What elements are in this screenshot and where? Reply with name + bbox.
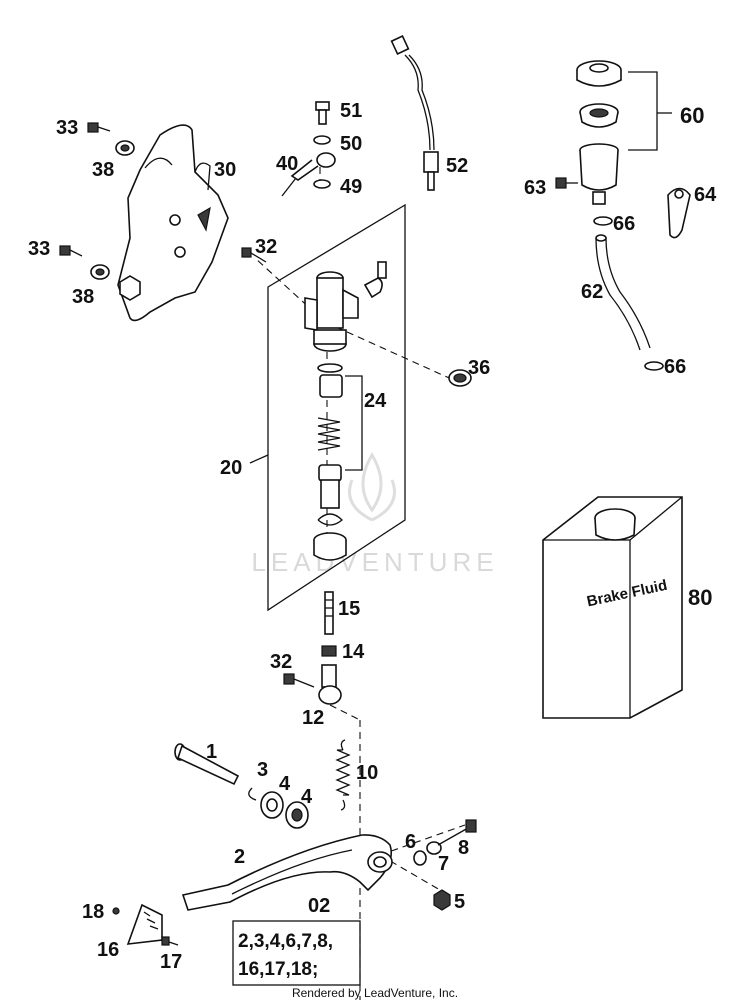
screw-63 xyxy=(555,177,578,189)
spring xyxy=(317,417,341,451)
push-rod xyxy=(324,591,334,635)
callout-2: 2 xyxy=(234,846,245,868)
brake-light-switch xyxy=(390,35,439,191)
reservoir-cap xyxy=(576,60,622,87)
screw-17 xyxy=(161,936,179,946)
callout-52: 52 xyxy=(446,155,468,177)
callout-49: 49 xyxy=(340,176,362,198)
circlip xyxy=(317,513,343,526)
step-tip xyxy=(126,903,163,945)
clamp-66-top xyxy=(593,216,613,226)
callout-20: 20 xyxy=(220,457,242,479)
bearing-4b xyxy=(285,801,309,829)
banjo-bolt-51 xyxy=(315,101,330,125)
clamp-66-bottom xyxy=(644,361,664,371)
callout-16: 16 xyxy=(97,939,119,961)
callout-12: 12 xyxy=(302,707,324,729)
piston xyxy=(318,464,342,509)
bolt-32-lower xyxy=(283,673,315,688)
kit-box-line-1: 2,3,4,6,7,8, xyxy=(238,931,333,952)
nut-5 xyxy=(433,889,451,911)
circlip-3 xyxy=(248,787,257,801)
callout-66: 66 xyxy=(664,356,686,378)
washer-50 xyxy=(313,135,331,145)
callout-4: 4 xyxy=(279,773,291,795)
bearing-4a xyxy=(260,791,284,819)
brake-fluid-bottle: Brake Fluid xyxy=(542,496,683,719)
pin-18 xyxy=(112,907,120,915)
callout-6: 6 xyxy=(405,831,416,853)
callout-7: 7 xyxy=(438,853,449,875)
washer-49 xyxy=(313,179,331,189)
banjo-fitting-40 xyxy=(281,152,336,197)
callout-60: 60 xyxy=(680,103,704,128)
bolt-33-top xyxy=(87,122,111,133)
callout-66: 66 xyxy=(613,213,635,235)
callout-32: 32 xyxy=(270,651,292,673)
bolt-7-8 xyxy=(426,819,477,855)
bracket-24 xyxy=(345,375,363,471)
callout-14: 14 xyxy=(342,641,365,663)
return-spring xyxy=(335,739,351,811)
callout-80: 80 xyxy=(688,585,712,610)
callout-02: 02 xyxy=(308,895,330,917)
piston-cup xyxy=(319,374,343,398)
callout-3: 3 xyxy=(257,759,268,781)
callout-15: 15 xyxy=(338,598,360,620)
callout-33: 33 xyxy=(56,117,78,139)
callout-18: 18 xyxy=(82,901,104,923)
heel-guard xyxy=(117,124,229,322)
nut-14 xyxy=(321,645,337,657)
nut-38-top xyxy=(115,140,135,156)
reservoir-body xyxy=(579,143,619,205)
watermark: LEADVENTURE xyxy=(251,452,498,577)
clevis-12 xyxy=(318,664,342,705)
callout-30: 30 xyxy=(214,159,236,181)
callout-24: 24 xyxy=(364,390,387,412)
hose-62 xyxy=(595,234,651,351)
callout-10: 10 xyxy=(356,762,378,784)
callout-62: 62 xyxy=(581,281,603,303)
bracket-60 xyxy=(628,71,658,151)
cap-36 xyxy=(448,369,472,387)
o-ring xyxy=(317,363,343,373)
callout-50: 50 xyxy=(340,133,362,155)
callout-33: 33 xyxy=(28,238,50,260)
callout-64: 64 xyxy=(694,184,717,206)
reservoir-diaphragm xyxy=(579,103,619,128)
dust-boot xyxy=(313,532,347,561)
callout-17: 17 xyxy=(160,951,182,973)
callout-63: 63 xyxy=(524,177,546,199)
callout-38: 38 xyxy=(72,286,94,308)
callout-8: 8 xyxy=(458,837,469,859)
nut-38-bottom xyxy=(90,264,110,280)
bolt-32-upper xyxy=(241,247,267,263)
callouts: 33 38 30 33 38 32 51 50 40 49 52 60 63 6… xyxy=(28,100,717,973)
kit-box-line-2: 16,17,18; xyxy=(238,959,318,980)
callout-38: 38 xyxy=(92,159,114,181)
callout-1: 1 xyxy=(206,741,217,763)
footer-credit: Rendered by LeadVenture, Inc. xyxy=(291,986,459,1000)
callout-40: 40 xyxy=(276,153,298,175)
callout-36: 36 xyxy=(468,357,490,379)
callout-4: 4 xyxy=(301,786,313,808)
kit-box xyxy=(232,920,361,986)
callout-5: 5 xyxy=(454,891,465,913)
leader-20 xyxy=(249,454,269,464)
holder-64 xyxy=(667,187,691,239)
callout-32: 32 xyxy=(255,236,277,258)
callout-51: 51 xyxy=(340,100,362,122)
master-cylinder-frame xyxy=(267,203,406,612)
washer-6 xyxy=(413,850,427,866)
brake-pedal xyxy=(181,834,393,911)
pivot-bolt xyxy=(174,743,240,786)
watermark-text: LEADVENTURE xyxy=(251,547,498,577)
master-cylinder-body xyxy=(304,271,359,352)
bolt-33-bottom xyxy=(59,245,83,257)
reservoir-elbow xyxy=(363,261,387,299)
